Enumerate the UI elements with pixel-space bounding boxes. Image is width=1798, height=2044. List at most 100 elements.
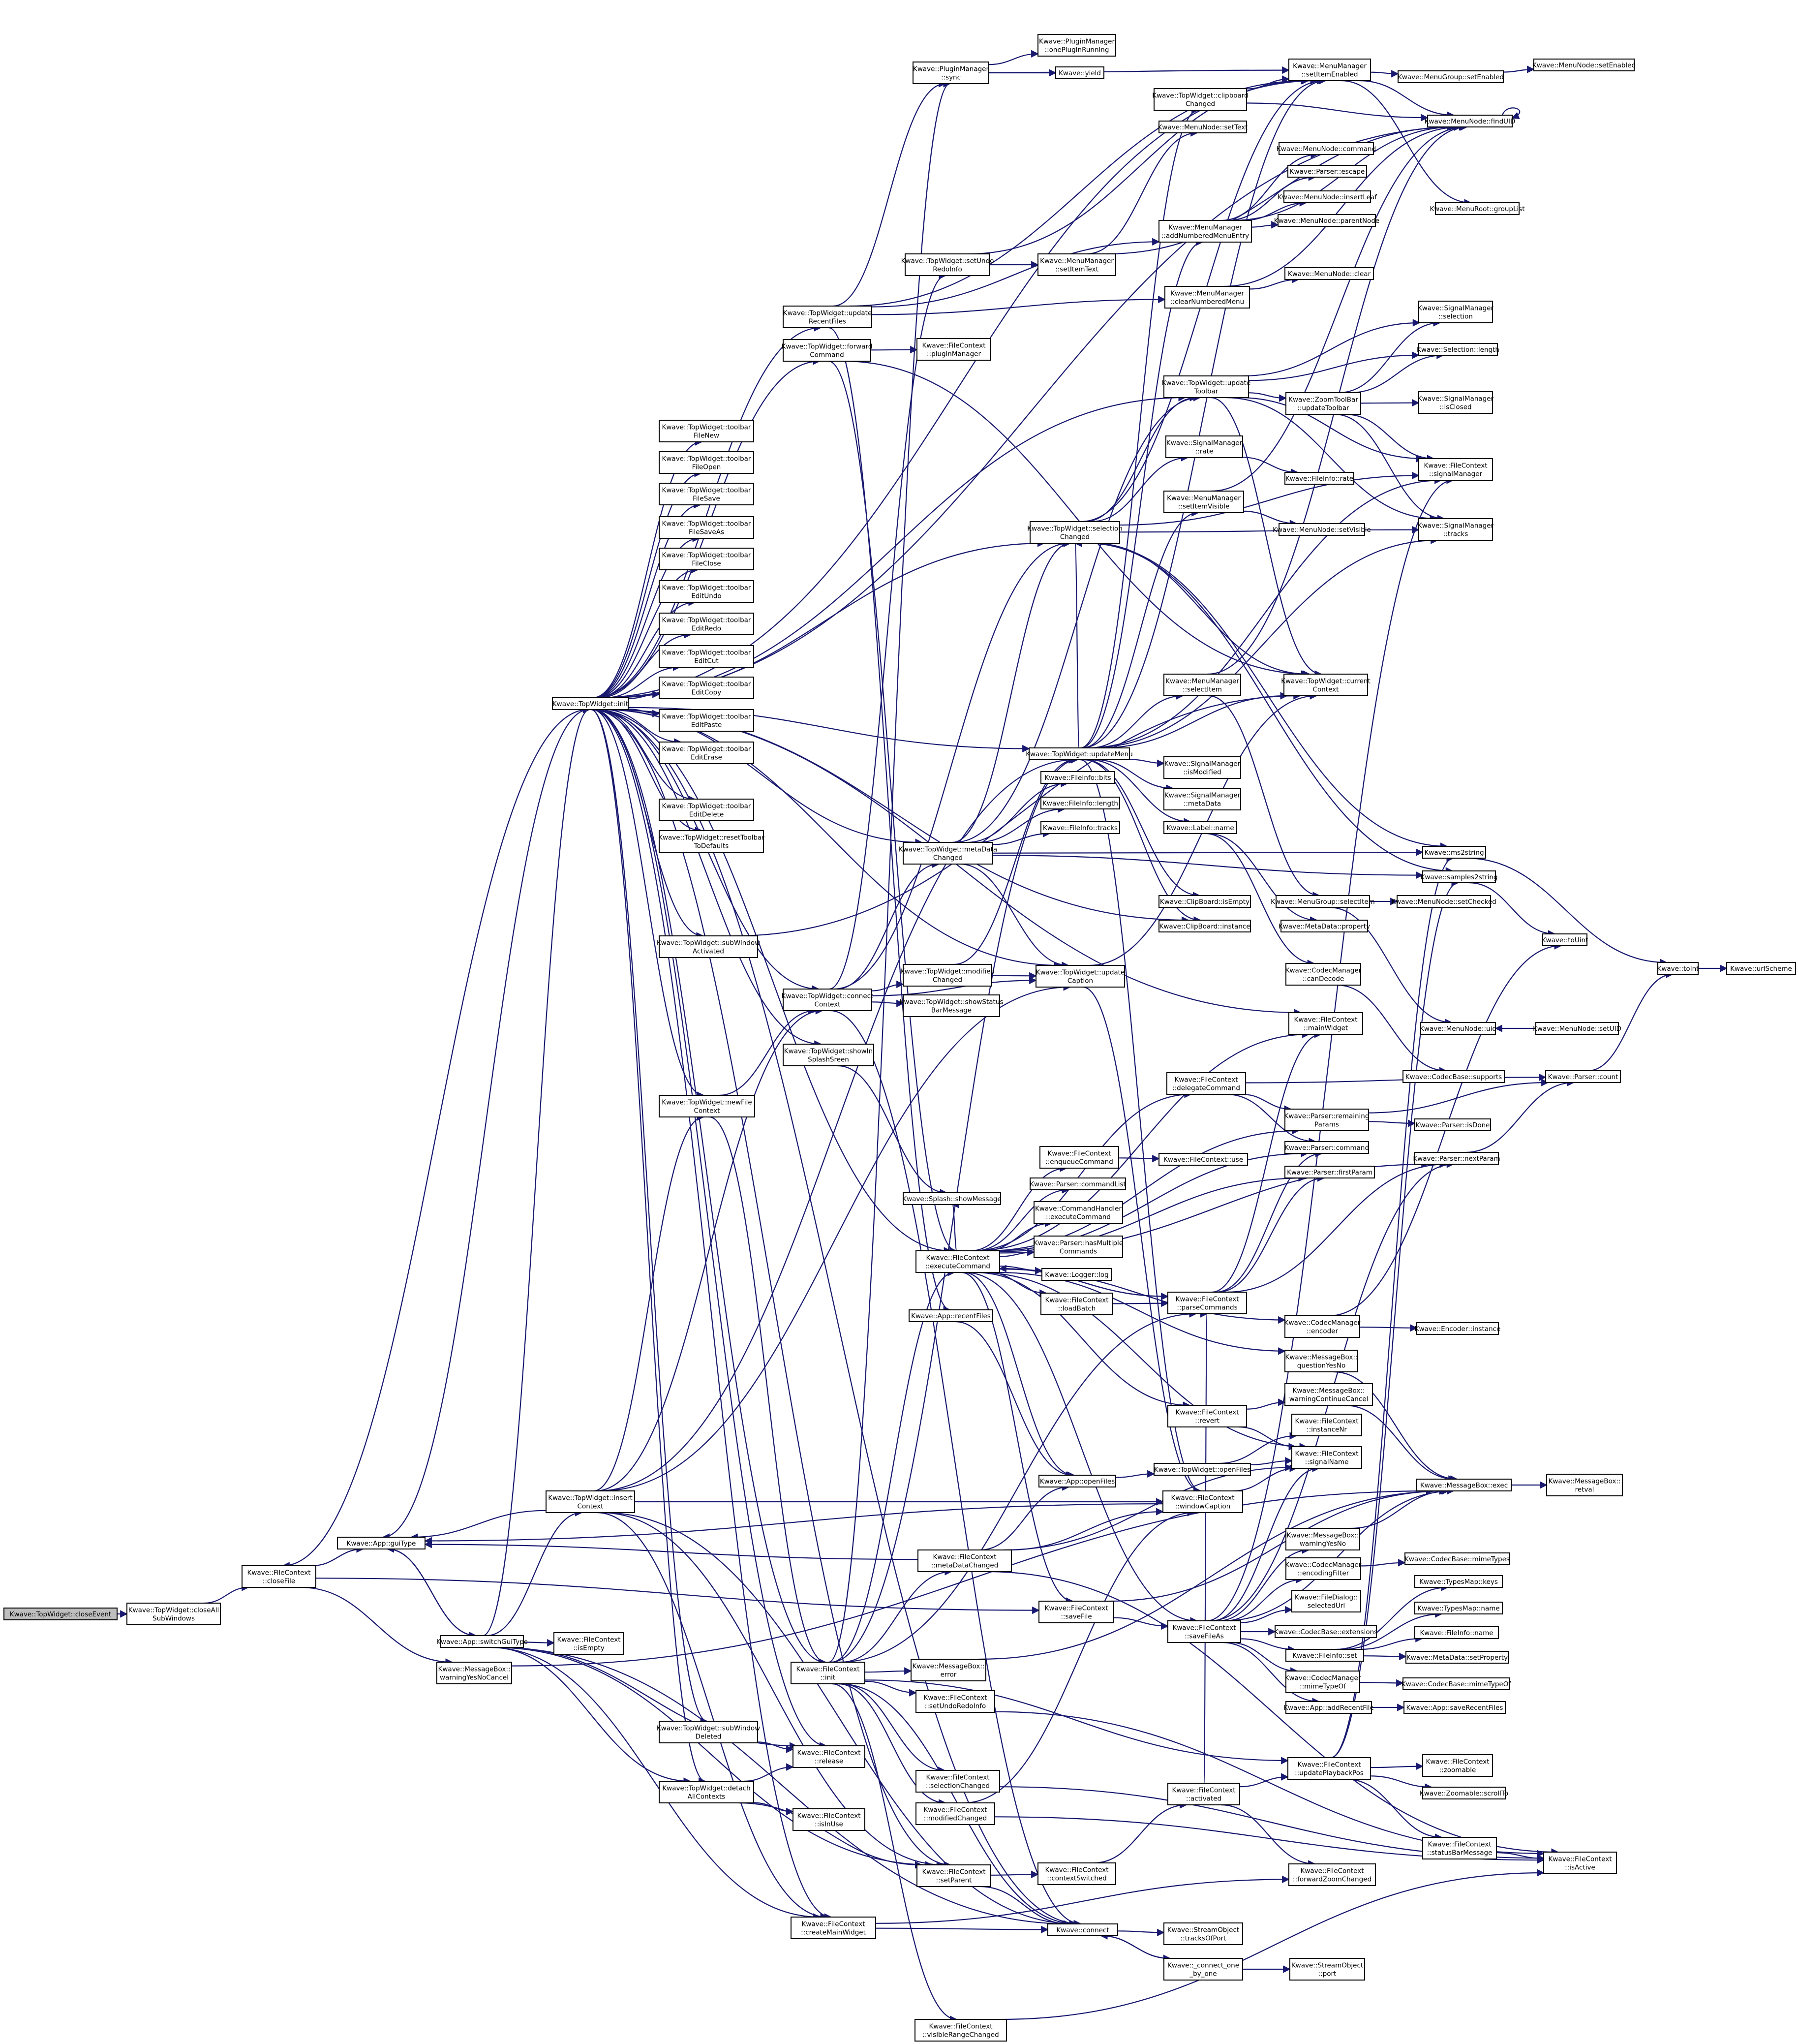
graph-node-fcForwardZoom[interactable]: Kwave::FileContext::forwardZoomChanged [1288, 1863, 1376, 1886]
graph-node-cmMimeTypeOf[interactable]: Kwave::CodecManager::mimeTypeOf [1285, 1671, 1361, 1693]
graph-node-appRecentFiles[interactable]: Kwave::App::recentFiles [909, 1309, 993, 1322]
graph-node-fcRelease[interactable]: Kwave::FileContext::release [792, 1745, 865, 1768]
graph-node-fcUse[interactable]: Kwave::FileContext::use [1158, 1153, 1248, 1166]
graph-node-fcActivated[interactable]: Kwave::FileContext::activated [1167, 1783, 1240, 1805]
graph-node-fcZoomable[interactable]: Kwave::FileContext::zoomable [1422, 1754, 1493, 1777]
graph-node-fcExecuteCommand[interactable]: Kwave::FileContext::executeCommand [915, 1250, 1000, 1273]
graph-node-smRate[interactable]: Kwave::SignalManager::rate [1165, 435, 1243, 458]
graph-node-fcMetaDataChanged[interactable]: Kwave::FileContext::metaDataChanged [917, 1549, 1012, 1572]
graph-node-mbRetval[interactable]: Kwave::MessageBox::retval [1546, 1474, 1623, 1496]
graph-node-soTracksOfPort[interactable]: Kwave::StreamObject::tracksOfPort [1163, 1922, 1243, 1945]
graph-node-twSelectionChanged[interactable]: Kwave::TopWidget::selectionChanged [1027, 521, 1123, 544]
graph-node-encInstance[interactable]: Kwave::Encoder::instance [1415, 1322, 1501, 1335]
graph-node-cbInstance[interactable]: Kwave::ClipBoard::instance [1158, 920, 1251, 932]
graph-node-fiName[interactable]: Kwave::FileInfo::name [1414, 1626, 1499, 1639]
graph-node-fcSaveFileAs[interactable]: Kwave::FileContext::saveFileAs [1167, 1620, 1241, 1643]
graph-node-twMetaDataChanged[interactable]: Kwave::TopWidget::metaDataChanged [899, 842, 997, 865]
graph-node-twOpenFiles[interactable]: Kwave::TopWidget::openFiles [1154, 1463, 1251, 1476]
graph-node-twInit[interactable]: Kwave::TopWidget::init [552, 697, 629, 710]
graph-node-appOpenFiles[interactable]: Kwave::App::openFiles [1038, 1475, 1116, 1487]
graph-node-twUpdateToolbar[interactable]: Kwave::TopWidget::updateToolbar [1162, 375, 1251, 398]
graph-node-cmEncodingFilter[interactable]: Kwave::CodecManager::encodingFilter [1285, 1557, 1362, 1580]
graph-node-tmKeys[interactable]: Kwave::TypesMap::keys [1414, 1575, 1503, 1588]
graph-node-mmClearNumbered[interactable]: Kwave::MenuManager::clearNumberedMenu [1164, 286, 1250, 309]
graph-node-mnClear[interactable]: Kwave::MenuNode::clear [1284, 267, 1374, 280]
graph-node-loggerLog[interactable]: Kwave::Logger::log [1041, 1268, 1112, 1281]
graph-node-mnFindUID[interactable]: Kwave::MenuNode::findUID [1425, 115, 1516, 127]
graph-node-fcSignalManager[interactable]: Kwave::FileContext::signalManager [1418, 458, 1493, 481]
graph-node-mnSetChecked[interactable]: Kwave::MenuNode::setChecked [1391, 895, 1496, 908]
graph-node-zoomScrollTo[interactable]: Kwave::Zoomable::scrollTo [1420, 1787, 1508, 1799]
graph-node-fcPluginManager[interactable]: Kwave::FileContext::pluginManager [916, 338, 991, 361]
graph-node-fcEnqueue[interactable]: Kwave::FileContext::enqueueCommand [1039, 1146, 1119, 1169]
graph-node-mnSetText[interactable]: Kwave::MenuNode::setText [1158, 121, 1248, 133]
graph-node-smTracks[interactable]: Kwave::SignalManager::tracks [1418, 518, 1494, 541]
graph-node-mnCommand[interactable]: Kwave::MenuNode::command [1277, 142, 1376, 155]
graph-node-mdProperty[interactable]: Kwave::MetaData::property [1279, 920, 1370, 932]
graph-node-twModifiedChanged[interactable]: Kwave::TopWidget::modifiedChanged [900, 964, 995, 987]
graph-node-parserEscape[interactable]: Kwave::Parser::escape [1287, 165, 1367, 178]
graph-node-parserCmdList[interactable]: Kwave::Parser::commandList [1030, 1177, 1126, 1190]
graph-node-smSelection[interactable]: Kwave::SignalManager::selection [1418, 301, 1494, 323]
graph-node-cbMimeTypeOf[interactable]: Kwave::CodecBase::mimeTypeOf [1402, 1677, 1512, 1690]
graph-node-tmName[interactable]: Kwave::TypesMap::name [1414, 1602, 1503, 1614]
graph-node-soPort[interactable]: Kwave::StreamObject::port [1289, 1958, 1365, 1981]
graph-node-mnSetVisible[interactable]: Kwave::MenuNode::setVisible [1273, 523, 1371, 536]
graph-node-guiType[interactable]: Kwave::App::guiType [337, 1537, 426, 1549]
graph-node-fcIsActive[interactable]: Kwave::FileContext::isActive [1543, 1852, 1617, 1874]
graph-node-fcIsInUse[interactable]: Kwave::FileContext::isInUse [792, 1808, 865, 1831]
graph-node-smIsModified[interactable]: Kwave::SignalManager::isModified [1163, 756, 1241, 779]
graph-node-mrGroupList[interactable]: Kwave::MenuRoot::groupList [1430, 202, 1525, 215]
graph-node-fcContextSwitched[interactable]: Kwave::FileContext::contextSwitched [1037, 1862, 1116, 1885]
graph-node-connectOneByOne[interactable]: Kwave::_connect_one_by_one [1163, 1958, 1243, 1981]
graph-node-fcStatusBar[interactable]: Kwave::FileContext::statusBarMessage [1422, 1837, 1497, 1859]
graph-node-fcModifiedChanged[interactable]: Kwave::FileContext::modifiedChanged [915, 1802, 995, 1825]
graph-node-mnUid[interactable]: Kwave::MenuNode::uid [1420, 1022, 1496, 1035]
graph-node-mnSetUID[interactable]: Kwave::MenuNode::setUID [1533, 1022, 1621, 1035]
graph-node-fcSetUndoRedo[interactable]: Kwave::FileContext::setUndoRedoInfo [915, 1690, 995, 1713]
graph-node-fcInit[interactable]: Kwave::FileContext::init [791, 1662, 865, 1684]
graph-node-parserFirstParam[interactable]: Kwave::Parser::firstParam [1284, 1166, 1375, 1178]
graph-node-appAddRecent[interactable]: Kwave::App::addRecentFile [1283, 1701, 1374, 1714]
graph-node-fiLength[interactable]: Kwave::FileInfo::length [1040, 797, 1120, 809]
graph-node-cmEncoder[interactable]: Kwave::CodecManager::encoder [1284, 1315, 1361, 1338]
graph-node-fcRevert[interactable]: Kwave::FileContext::revert [1167, 1405, 1247, 1427]
graph-node-samples2string[interactable]: Kwave::samples2string [1420, 870, 1498, 883]
graph-node-smMetaData[interactable]: Kwave::SignalManager::metaData [1163, 788, 1241, 810]
graph-node-mbError[interactable]: Kwave::MessageBox::error [911, 1659, 986, 1681]
graph-node-closeEvent[interactable]: Kwave::TopWidget::closeEvent [3, 1608, 118, 1620]
graph-node-fcUpdatePlayback[interactable]: Kwave::FileContext::updatePlaybackPos [1287, 1757, 1371, 1780]
graph-node-fcSetParent[interactable]: Kwave::FileContext::setParent [916, 1864, 991, 1887]
graph-node-smIsClosed[interactable]: Kwave::SignalManager::isClosed [1418, 391, 1494, 414]
graph-node-toInt[interactable]: Kwave::toInt [1657, 962, 1699, 975]
graph-node-parserNextParam[interactable]: Kwave::Parser::nextParam [1413, 1152, 1500, 1165]
graph-node-selLength[interactable]: Kwave::Selection::length [1417, 343, 1499, 356]
graph-node-chExecute[interactable]: Kwave::CommandHandler::executeCommand [1034, 1201, 1123, 1224]
graph-node-ms2string[interactable]: Kwave::ms2string [1422, 846, 1486, 859]
graph-node-fiRate[interactable]: Kwave::FileInfo::rate [1284, 472, 1354, 485]
graph-node-yield[interactable]: Kwave::yield [1055, 66, 1104, 79]
graph-node-parserCommand[interactable]: Kwave::Parser::command [1284, 1141, 1369, 1154]
graph-node-fcVisibleRange[interactable]: Kwave::FileContext::visibleRangeChanged [914, 2019, 1007, 2042]
graph-node-mbExec[interactable]: Kwave::MessageBox::exec [1416, 1479, 1512, 1491]
graph-node-fcParseCommands[interactable]: Kwave::FileContext::parseCommands [1167, 1292, 1247, 1314]
graph-node-mmSetItemVisible[interactable]: Kwave::MenuManager::setItemVisible [1163, 491, 1244, 513]
graph-node-fiSet[interactable]: Kwave::FileInfo::set [1285, 1649, 1364, 1662]
graph-node-cbMimeTypes[interactable]: Kwave::CodecBase::mimeTypes [1404, 1552, 1510, 1565]
graph-node-fcCreateMainWidget[interactable]: Kwave::FileContext::createMainWidget [791, 1917, 876, 1939]
graph-node-fcSelectionChanged[interactable]: Kwave::FileContext::selectionChanged [915, 1770, 1000, 1793]
